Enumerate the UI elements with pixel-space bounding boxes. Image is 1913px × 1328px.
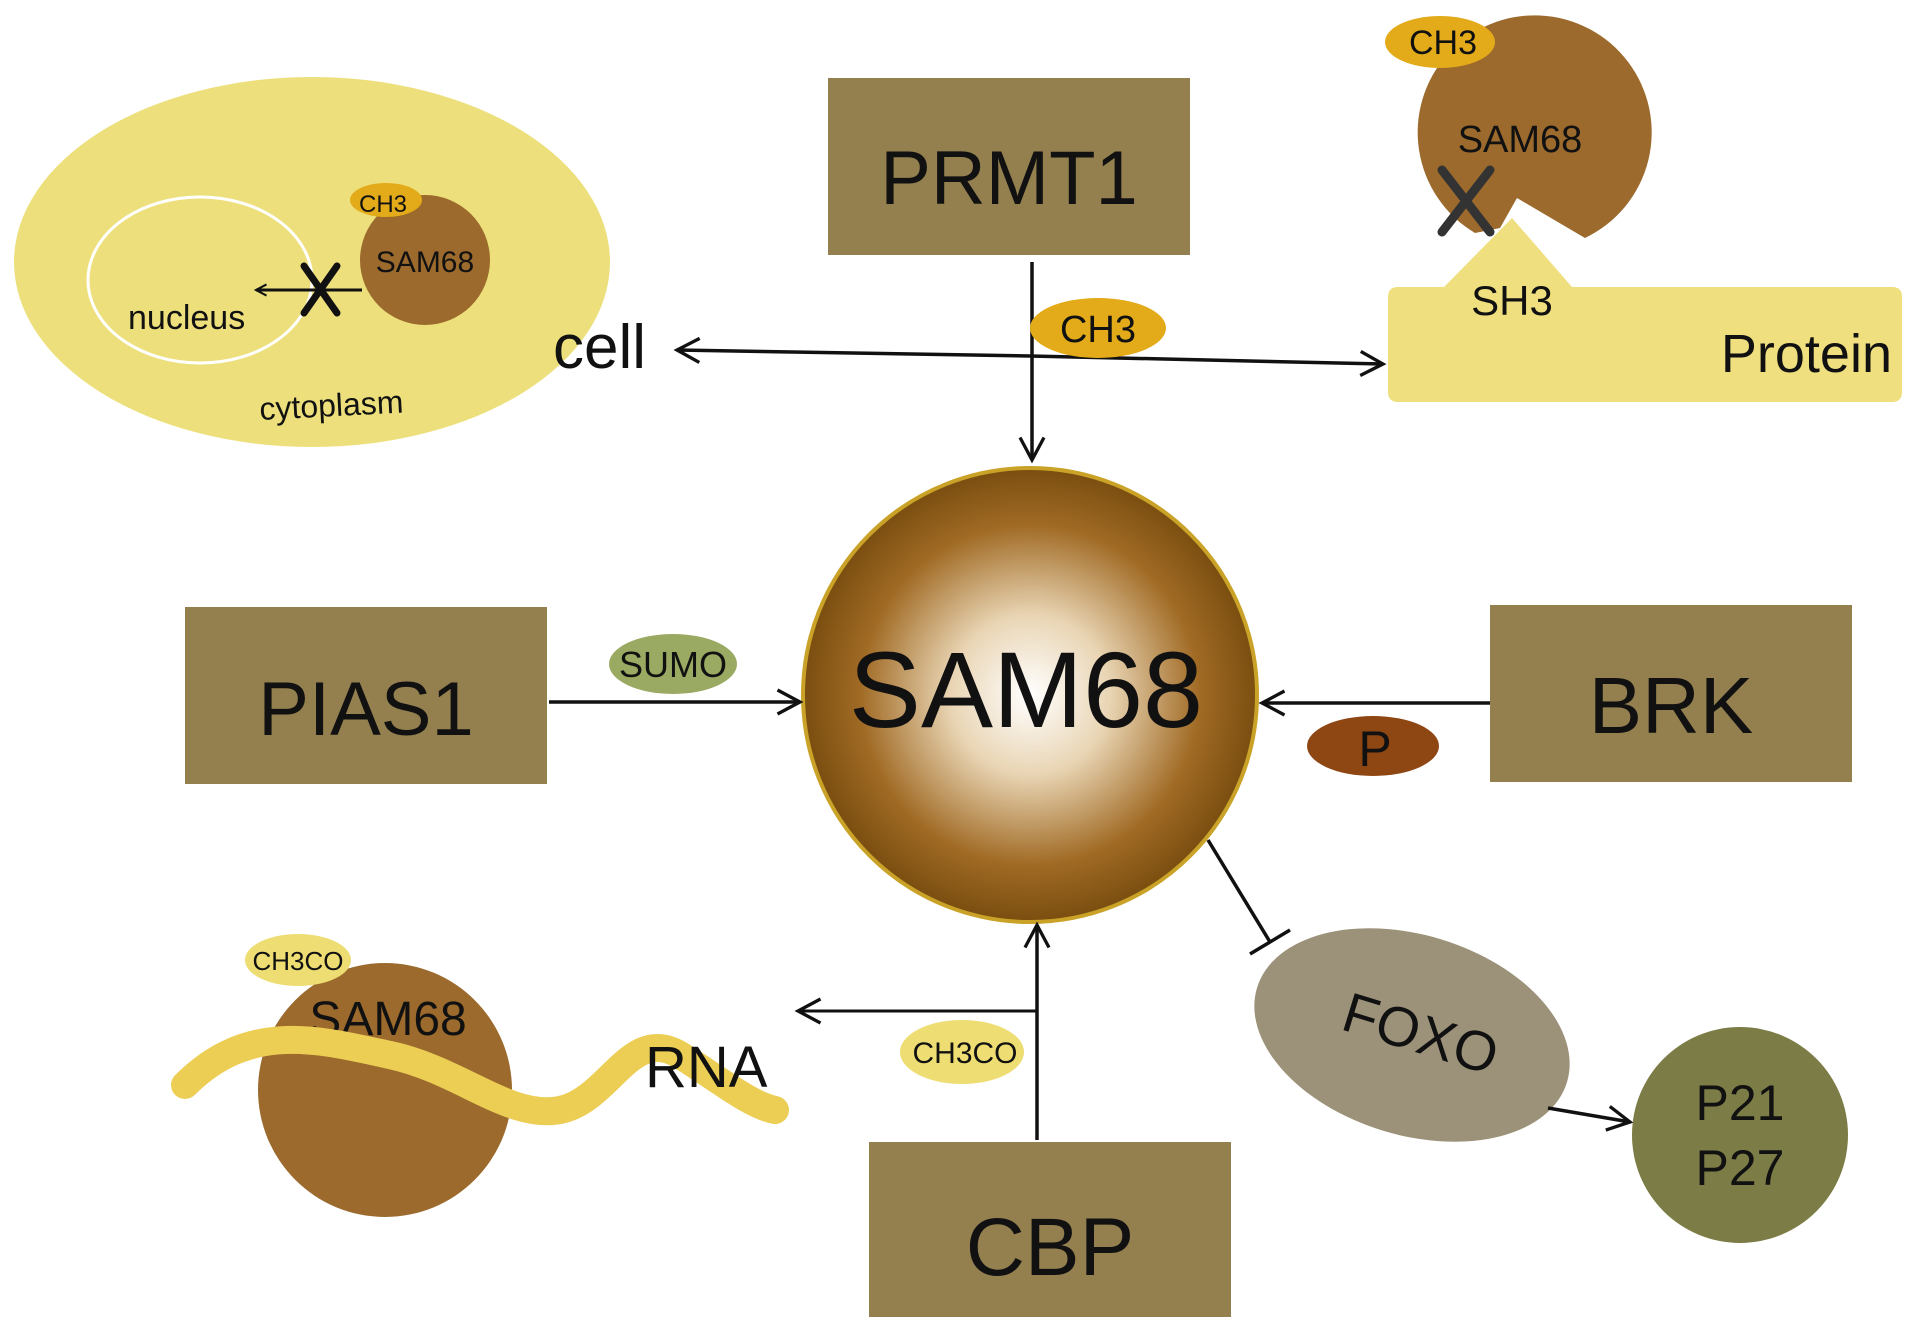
p21-label: P21 [1696, 1075, 1785, 1131]
block-x-icon [1437, 165, 1495, 237]
brk-label: BRK [1589, 661, 1754, 750]
p21-p27-node: P21 P27 [1632, 1027, 1848, 1243]
ch3co-main-label: CH3CO [912, 1037, 1017, 1070]
ch3-main-label: CH3 [1060, 309, 1136, 351]
nucleus-label: nucleus [128, 299, 245, 337]
cell-panel: nucleus cytoplasm SAM68 CH3 cell [14, 77, 646, 447]
p27-label: P27 [1696, 1140, 1785, 1196]
protein-panel: SH3 Protein SAM68 CH3 [1385, 15, 1902, 402]
cell-sam68 [360, 195, 490, 325]
ch3-main-tag [1030, 298, 1166, 358]
cytoplasm-label: cytoplasm [258, 384, 404, 427]
protein-body [1388, 218, 1902, 402]
brk-box: BRK [1490, 605, 1852, 782]
protein-ch3-label: CH3 [1409, 24, 1477, 62]
arrow-to-cell [673, 336, 1031, 364]
pias1-box: PIAS1 [185, 607, 547, 784]
p-label: P [1358, 721, 1391, 777]
sam68-center-label: SAM68 [849, 629, 1203, 750]
cell-ch3-label: CH3 [359, 191, 407, 218]
ch3co-main-tag [900, 1020, 1024, 1084]
rna-sam68 [258, 963, 512, 1217]
sh3-label: SH3 [1471, 277, 1553, 324]
foxo-target-arrow [1547, 1105, 1634, 1132]
cbp-label: CBP [966, 1202, 1135, 1293]
pias1-label: PIAS1 [258, 667, 473, 752]
prmt1-label: PRMT1 [880, 136, 1138, 221]
protein-label: Protein [1721, 324, 1892, 384]
rna-panel: SAM68 CH3CO RNA [171, 934, 789, 1217]
foxo-inhibition-bar [1249, 928, 1291, 956]
cell-ch3-tag [350, 183, 422, 217]
protein-sam68-label: SAM68 [1458, 119, 1583, 161]
foxo-inhibition-line [1206, 839, 1272, 943]
block-x-icon [300, 262, 341, 317]
rna-ch3co-label: CH3CO [252, 946, 343, 976]
p-tag [1307, 716, 1439, 776]
cbp-box: CBP [869, 1142, 1231, 1317]
rna-label: RNA [645, 1035, 768, 1100]
sam68-center: SAM68 [801, 466, 1259, 924]
cell-sam68-label: SAM68 [376, 246, 474, 279]
rna-ch3co-tag [245, 934, 351, 986]
protein-ch3-tag [1385, 16, 1495, 68]
cell-label: cell [553, 313, 646, 382]
cell-body [14, 77, 610, 447]
prmt1-box: PRMT1 [828, 78, 1190, 255]
sumo-tag [609, 634, 737, 694]
rna-strand [171, 1025, 789, 1126]
sumo-label: SUMO [619, 644, 727, 685]
foxo-node: FOXO [1254, 928, 1570, 1142]
